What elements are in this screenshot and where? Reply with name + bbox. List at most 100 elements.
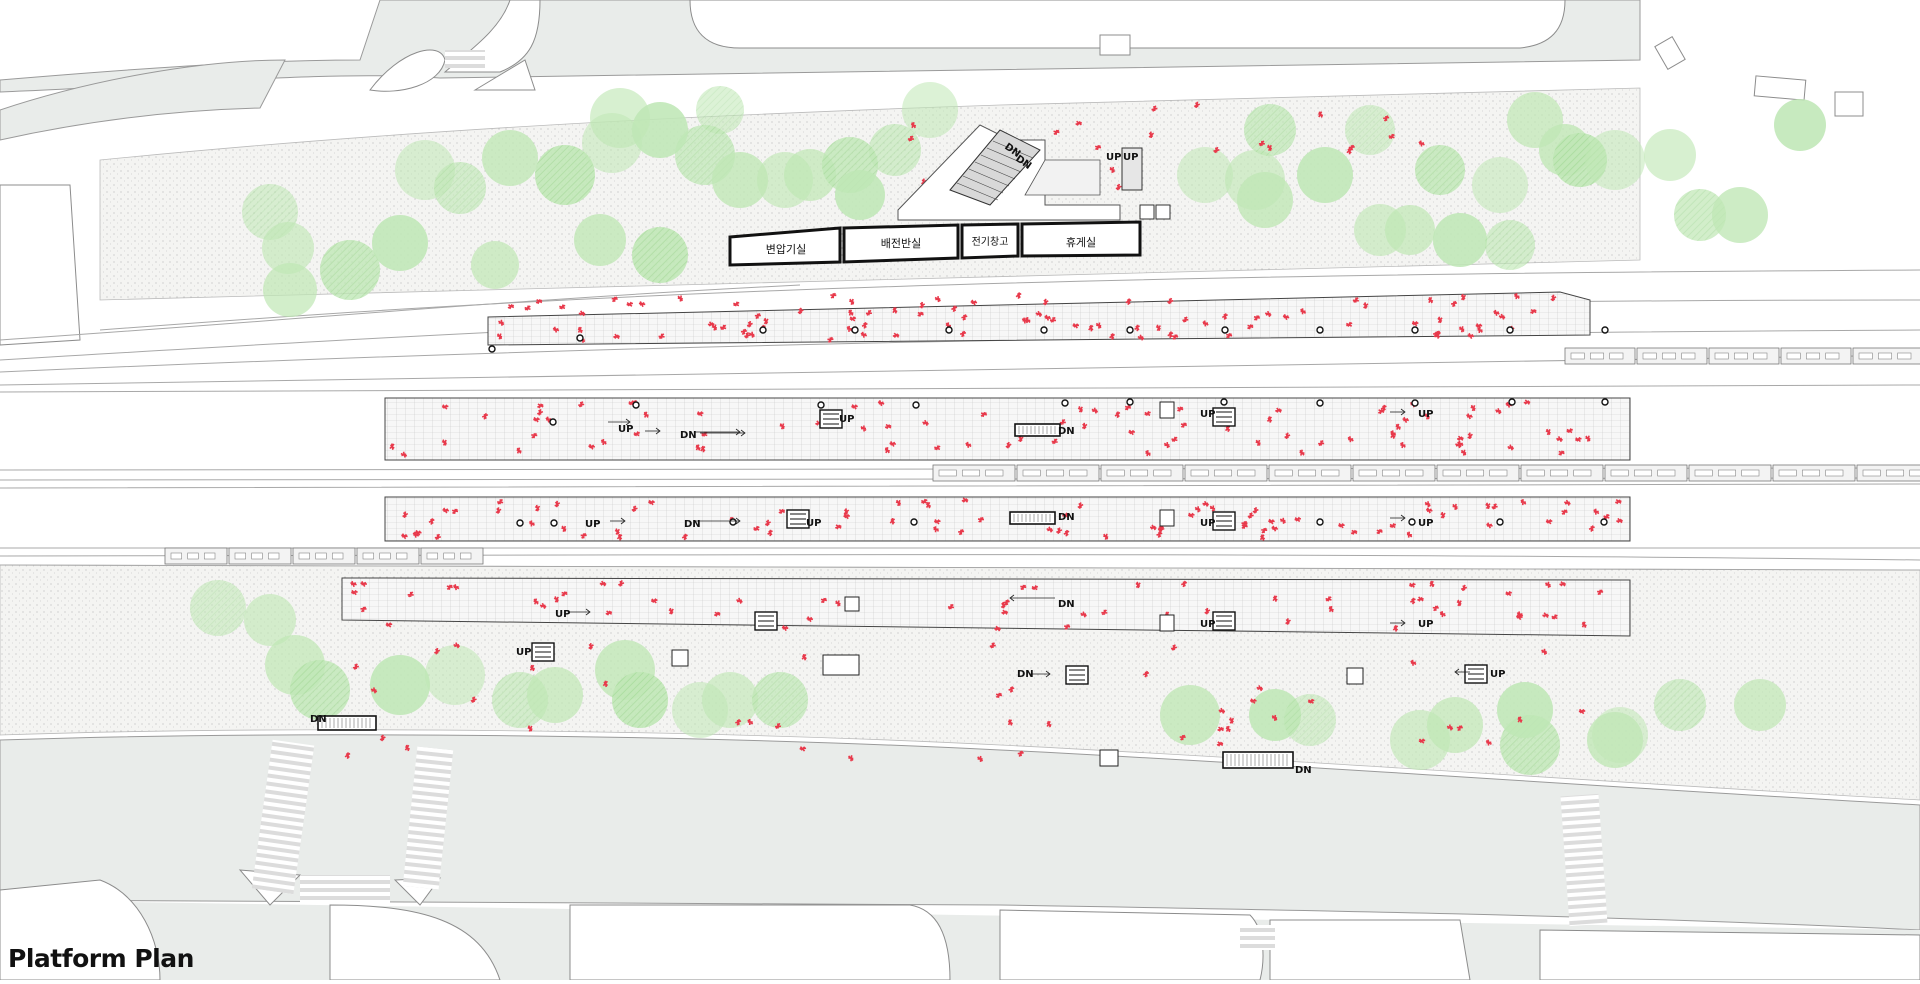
direction-arrowhead — [655, 427, 661, 435]
person-marker — [1578, 708, 1586, 715]
person-marker — [1225, 333, 1233, 339]
person-marker — [1266, 144, 1273, 152]
person-marker — [1077, 406, 1084, 413]
person-marker — [537, 403, 544, 409]
person-marker — [599, 580, 607, 587]
person-marker — [1042, 298, 1049, 306]
train-window — [1442, 469, 1461, 477]
person-marker — [921, 498, 928, 504]
person-marker — [1241, 520, 1248, 527]
person-marker — [995, 692, 1003, 699]
person-marker — [344, 752, 351, 759]
train-window — [1609, 352, 1624, 360]
service-building: 변압기실 배전반실 전기창고 휴게실 DN DN UP UP — [728, 124, 1171, 267]
person-marker — [1466, 413, 1473, 420]
tree-canopy — [434, 162, 486, 214]
train-window — [962, 469, 980, 477]
room-row — [728, 220, 1142, 267]
person-marker — [1411, 320, 1419, 327]
person-marker — [1460, 584, 1468, 592]
person-marker — [1467, 432, 1473, 439]
train-window — [251, 552, 263, 560]
person-marker — [1307, 698, 1315, 704]
island-nw — [369, 49, 446, 92]
train-window — [1358, 469, 1377, 477]
train-window — [938, 469, 957, 477]
person-marker — [779, 423, 785, 430]
person-marker — [497, 498, 504, 505]
person-marker — [1046, 720, 1052, 728]
person-marker — [1541, 648, 1548, 655]
person-marker — [1081, 422, 1088, 430]
person-marker — [696, 411, 704, 417]
escalator — [317, 715, 377, 731]
marker-up: UP — [585, 519, 600, 530]
person-marker — [1392, 625, 1399, 632]
marker-dn: DN — [310, 714, 327, 725]
tree-canopy — [702, 672, 758, 728]
person-marker — [1493, 309, 1500, 316]
person-marker — [1581, 621, 1587, 628]
person-marker — [1209, 505, 1216, 512]
person-marker — [668, 607, 674, 615]
person-marker — [917, 311, 924, 317]
person-marker — [1008, 686, 1015, 693]
person-marker — [934, 445, 941, 451]
person-marker — [1077, 502, 1084, 509]
train-window — [362, 552, 374, 560]
person-marker — [1338, 522, 1345, 529]
person-marker — [977, 516, 985, 523]
person-marker — [1064, 624, 1071, 630]
track-line — [99, 269, 1920, 331]
person-marker — [1615, 498, 1622, 505]
person-marker — [389, 443, 395, 450]
person-marker — [658, 333, 665, 340]
person-marker — [1035, 310, 1043, 318]
direction-arrowhead — [1400, 408, 1406, 416]
person-marker — [1409, 597, 1416, 605]
platform-column — [1601, 326, 1609, 334]
person-marker — [733, 301, 740, 307]
person-marker — [1279, 517, 1287, 524]
person-marker — [827, 336, 834, 343]
person-marker — [1491, 503, 1498, 510]
marker-up: UP — [618, 424, 633, 435]
person-marker — [1456, 599, 1462, 607]
person-marker — [1458, 326, 1465, 333]
person-marker — [1056, 527, 1063, 534]
person-marker — [1559, 581, 1566, 587]
person-marker — [1180, 422, 1188, 428]
person-marker — [763, 317, 769, 325]
person-marker — [1439, 611, 1446, 618]
platform-column — [576, 334, 584, 342]
person-marker — [561, 591, 568, 597]
train-window — [332, 552, 344, 560]
person-marker — [638, 301, 646, 308]
person-marker — [1429, 580, 1435, 588]
stair-west — [949, 129, 1041, 206]
person-marker — [1428, 296, 1434, 304]
person-marker — [561, 525, 567, 532]
person-marker — [1467, 332, 1475, 340]
person-marker — [907, 135, 914, 142]
stair-east — [1121, 147, 1143, 191]
person-marker — [1103, 533, 1109, 540]
train-window — [1858, 352, 1873, 360]
person-marker — [1109, 166, 1115, 174]
person-marker — [516, 447, 522, 454]
person-marker — [400, 451, 408, 458]
person-marker — [951, 305, 958, 313]
person-marker — [1148, 131, 1155, 139]
person-marker — [910, 121, 917, 129]
person-marker — [1167, 331, 1174, 338]
person-marker — [1221, 313, 1228, 320]
tree-canopy — [632, 102, 688, 158]
marker-up-canopy-1: UP — [1106, 152, 1121, 163]
person-marker — [631, 505, 638, 513]
person-marker — [539, 602, 547, 609]
block-north-center — [689, 0, 1566, 49]
person-marker — [778, 508, 786, 515]
person-marker — [1271, 714, 1278, 721]
person-marker — [1124, 405, 1132, 411]
person-marker — [1272, 595, 1278, 602]
